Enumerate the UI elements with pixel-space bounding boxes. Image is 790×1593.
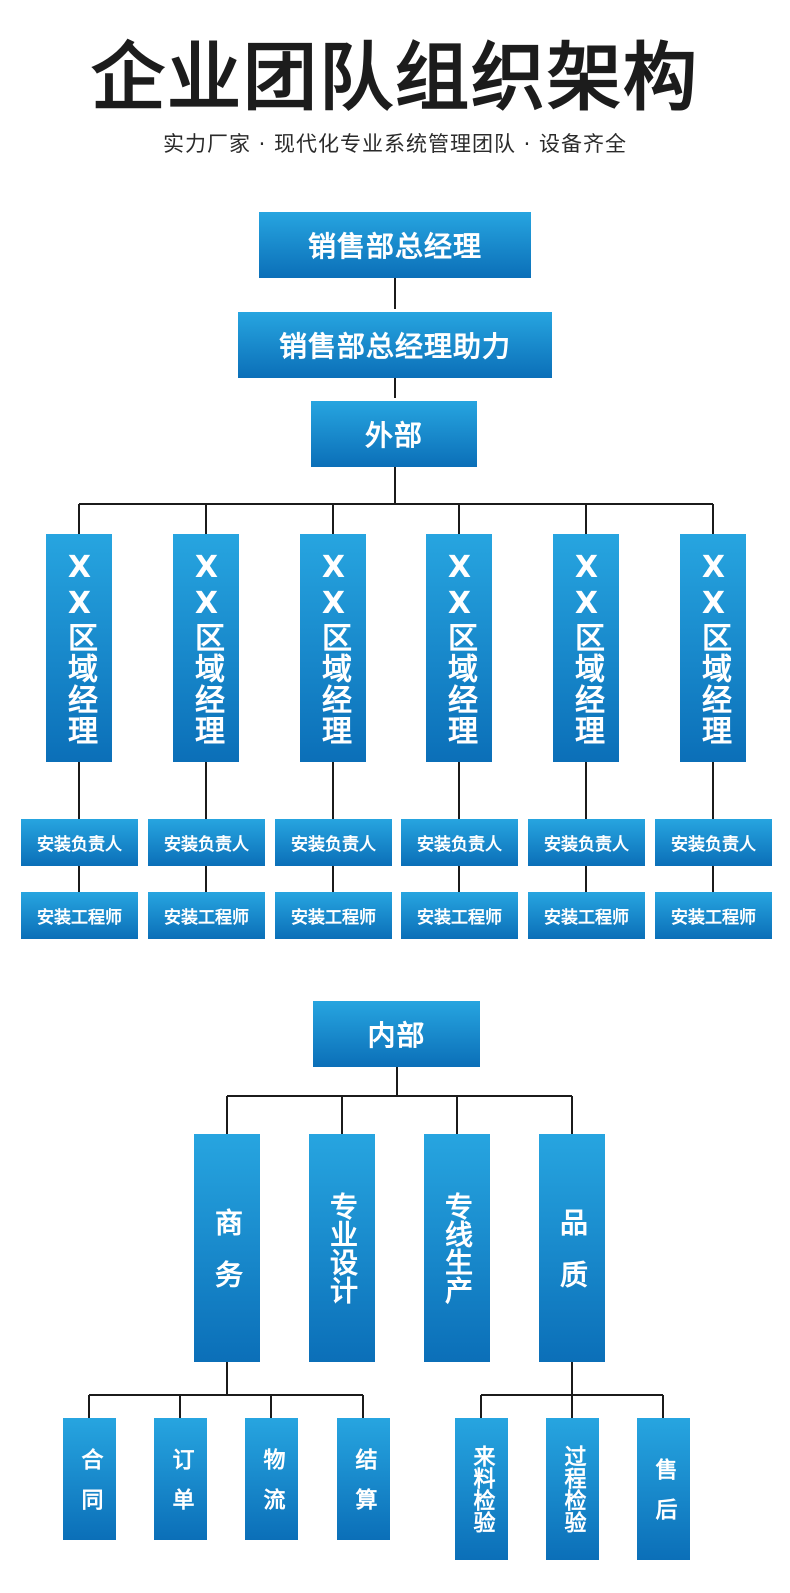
node-dept-quality: 品质 xyxy=(539,1134,605,1362)
node-install-lead: 安装负责人 xyxy=(528,819,645,866)
node-region-manager: XX区域经理 xyxy=(426,534,492,762)
node-install-lead: 安装负责人 xyxy=(401,819,518,866)
node-install-engineer: 安装工程师 xyxy=(528,892,645,939)
node-unit-process-inspection: 过程检验 xyxy=(546,1418,599,1560)
node-install-lead: 安装负责人 xyxy=(148,819,265,866)
node-dept-business: 商务 xyxy=(194,1134,260,1362)
node-install-lead: 安装负责人 xyxy=(655,819,772,866)
node-external: 外部 xyxy=(311,401,477,467)
node-region-manager: XX区域经理 xyxy=(680,534,746,762)
node-unit-after-sales: 售后 xyxy=(637,1418,690,1560)
node-install-lead: 安装负责人 xyxy=(275,819,392,866)
node-unit-logistics: 物流 xyxy=(245,1418,298,1540)
node-dept-production: 专线生产 xyxy=(424,1134,490,1362)
node-install-engineer: 安装工程师 xyxy=(21,892,138,939)
node-sales-gm-assistant: 销售部总经理助力 xyxy=(238,312,552,378)
node-install-lead: 安装负责人 xyxy=(21,819,138,866)
node-dept-design: 专业设计 xyxy=(309,1134,375,1362)
node-internal: 内部 xyxy=(313,1001,480,1067)
node-unit-settlement: 结算 xyxy=(337,1418,390,1540)
node-region-manager: XX区域经理 xyxy=(46,534,112,762)
node-region-manager: XX区域经理 xyxy=(173,534,239,762)
node-unit-order: 订单 xyxy=(154,1418,207,1540)
node-install-engineer: 安装工程师 xyxy=(275,892,392,939)
page-subtitle: 实力厂家 · 现代化专业系统管理团队 · 设备齐全 xyxy=(162,132,628,156)
node-install-engineer: 安装工程师 xyxy=(655,892,772,939)
node-sales-gm: 销售部总经理 xyxy=(259,212,531,278)
node-install-engineer: 安装工程师 xyxy=(401,892,518,939)
node-region-manager: XX区域经理 xyxy=(553,534,619,762)
page-title: 企业团队组织架构 xyxy=(91,35,699,121)
node-region-manager: XX区域经理 xyxy=(300,534,366,762)
node-unit-incoming-inspection: 来料检验 xyxy=(455,1418,508,1560)
node-install-engineer: 安装工程师 xyxy=(148,892,265,939)
node-unit-contract: 合同 xyxy=(63,1418,116,1540)
